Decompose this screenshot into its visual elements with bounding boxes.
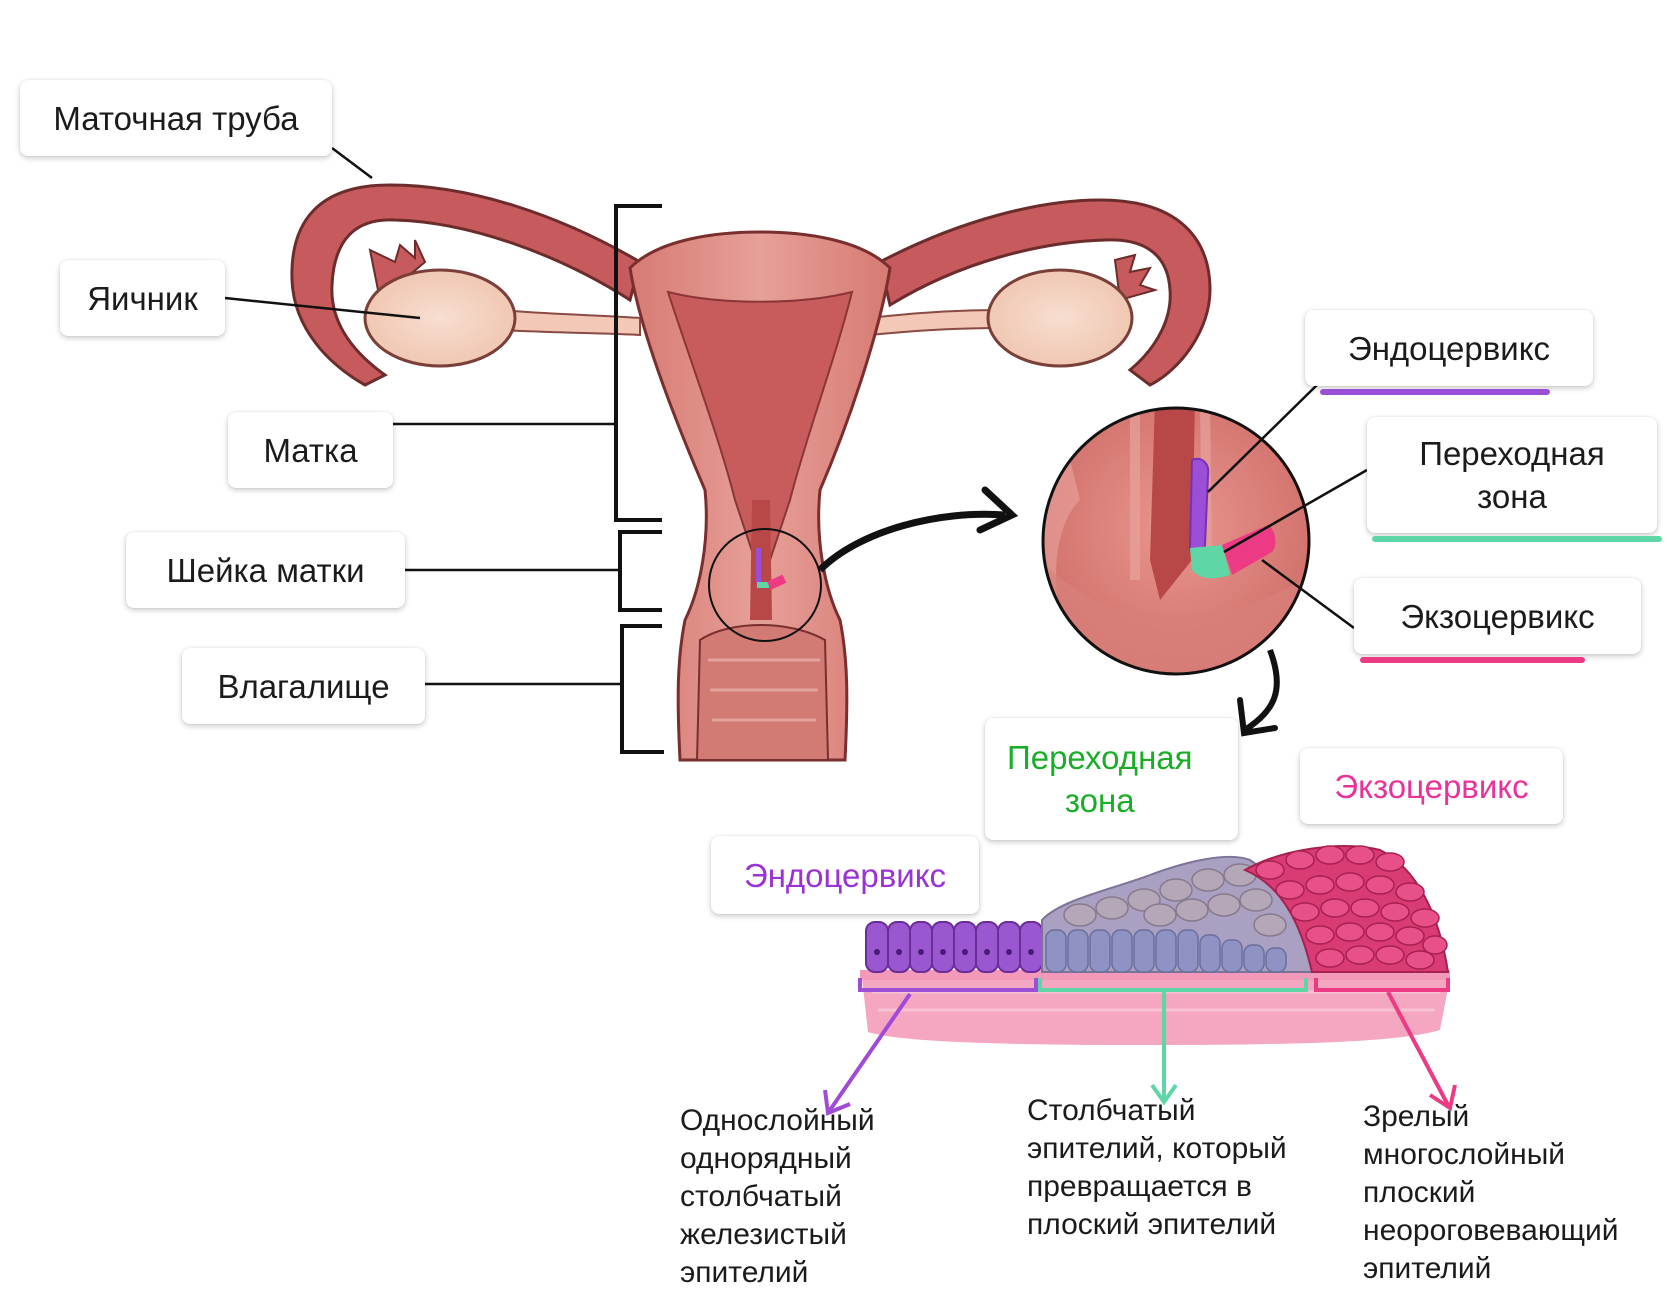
zoom-transition-mark bbox=[1190, 545, 1230, 579]
label-uterus: Матка bbox=[228, 412, 393, 488]
leader-transition bbox=[1223, 468, 1368, 554]
transition-cells bbox=[1041, 855, 1314, 973]
leader-endocervix bbox=[1207, 383, 1319, 493]
vagina-canal bbox=[695, 624, 830, 761]
desc-endocervix: Однослойный однорядный столбчатый желези… bbox=[680, 1104, 875, 1289]
ovarian-ligament-left bbox=[499, 308, 641, 337]
zoom-circle bbox=[1041, 406, 1311, 676]
ovarian-ligament-right bbox=[869, 308, 1001, 337]
bracket-transition bbox=[1038, 978, 1308, 992]
label-transition-top: Переходная зона bbox=[1367, 417, 1657, 533]
label-endocervix-top: Эндоцервикс bbox=[1305, 310, 1593, 386]
label-cervix: Шейка матки bbox=[126, 532, 405, 608]
arrow-endocervix bbox=[828, 992, 912, 1112]
underline-exocervix bbox=[1360, 657, 1585, 663]
fallopian-tube-right bbox=[878, 198, 1212, 387]
down-arrow bbox=[1243, 648, 1280, 733]
bracket-exocervix bbox=[1314, 978, 1450, 992]
bracket-cervix bbox=[618, 530, 662, 612]
underline-transition bbox=[1372, 536, 1662, 542]
label-ovary: Яичник bbox=[60, 260, 225, 336]
arrow-endocervix-head-icon bbox=[823, 1089, 851, 1116]
underline-endocervix bbox=[1320, 389, 1550, 395]
ovary-right-icon bbox=[986, 268, 1134, 368]
arrow-transition-head-icon bbox=[1150, 1083, 1178, 1106]
label-transition-bottom: Переходная зона bbox=[985, 718, 1238, 840]
down-arrow-head-icon bbox=[1237, 697, 1278, 737]
zoom-arrow-head-icon bbox=[976, 486, 1019, 534]
bracket-endocervix bbox=[858, 978, 1038, 992]
leader-fallopian bbox=[331, 147, 373, 179]
zoom-endocervix-mark bbox=[1188, 457, 1210, 556]
desc-transition: Столбчатый эпителий, который превращаетс… bbox=[1027, 1094, 1287, 1241]
label-exocervix-bottom: Экзоцервикс bbox=[1300, 748, 1563, 824]
basement-membrane bbox=[860, 970, 1450, 980]
arrow-exocervix bbox=[1386, 991, 1450, 1106]
zoom-arrow bbox=[817, 510, 1006, 573]
uterine-cavity bbox=[666, 290, 854, 561]
label-vagina: Влагалище bbox=[182, 648, 425, 724]
bracket-uterus bbox=[614, 204, 662, 522]
label-endocervix-bottom: Эндоцервикс bbox=[711, 836, 979, 914]
cervix-mark-exocervix bbox=[767, 574, 787, 590]
cervix-zoom-marker bbox=[708, 528, 822, 642]
leader-ovary bbox=[224, 296, 421, 320]
desc-exocervix: Зрелый многослойный плоский неороговеваю… bbox=[1363, 1100, 1619, 1285]
cervix-mark-transition bbox=[757, 582, 769, 588]
exocervix-cells bbox=[1242, 845, 1450, 973]
leader-exocervix bbox=[1261, 558, 1355, 630]
arrow-exocervix-head-icon bbox=[1428, 1084, 1457, 1112]
endocervix-cells bbox=[865, 921, 1043, 973]
epithelium-diagram bbox=[823, 845, 1457, 1116]
cervix-mark-endocervix bbox=[756, 548, 761, 583]
label-fallopian-tube: Маточная труба bbox=[20, 80, 332, 156]
fallopian-tube-left bbox=[290, 183, 642, 387]
zoom-exocervix-mark bbox=[1222, 525, 1276, 575]
bracket-vagina bbox=[620, 624, 664, 754]
label-exocervix-top: Экзоцервикс bbox=[1354, 578, 1641, 654]
ovary-left-icon bbox=[363, 268, 517, 368]
